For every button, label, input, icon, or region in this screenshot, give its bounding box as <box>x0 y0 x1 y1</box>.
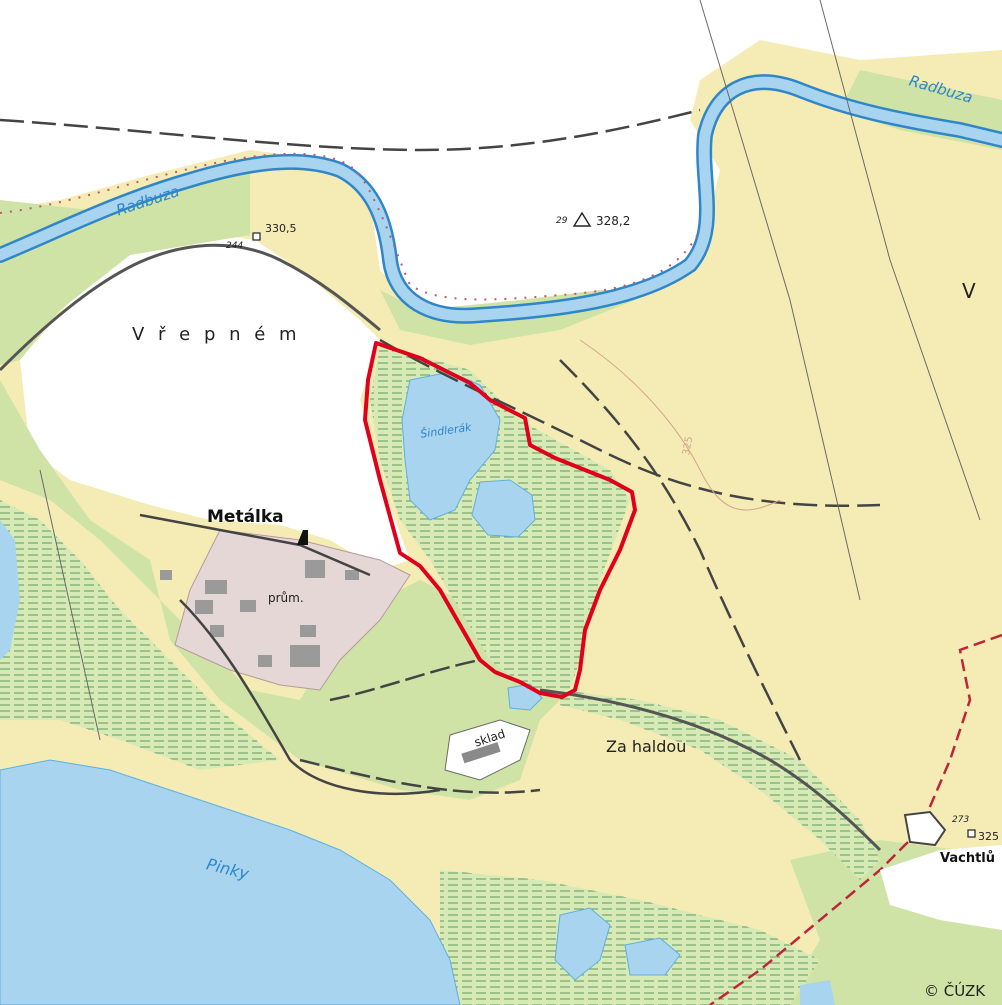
label-area-east: V <box>962 279 976 303</box>
wetland-west <box>0 500 280 770</box>
label-settlement-metalka: Metálka <box>207 507 284 527</box>
height-point-icon <box>252 232 261 241</box>
meadow-south <box>0 380 560 800</box>
thin-lines <box>39 0 981 741</box>
label-trig-height: 328,2 <box>596 214 630 228</box>
warehouse-building <box>461 742 501 764</box>
height-point-icon-east <box>967 829 976 838</box>
pond-south-b <box>624 937 681 976</box>
pond-southeast <box>800 980 835 1005</box>
pond-east <box>471 479 536 538</box>
label-height-330-5: 330,5 <box>265 222 297 235</box>
label-contour: 325 <box>681 436 695 457</box>
label-locality-za-haldou: Za haldou <box>606 737 686 756</box>
label-height-number-273: 273 <box>952 815 969 825</box>
contour-line <box>579 339 781 511</box>
pond-sindlerak <box>401 371 501 521</box>
chimney-icon <box>297 530 308 545</box>
railway-south <box>539 688 882 852</box>
railway <box>0 243 381 372</box>
label-industrial: prům. <box>268 591 304 605</box>
copyright-notice: © ČÚZK <box>924 981 986 1000</box>
label-height-number-244: 244 <box>226 241 243 251</box>
lake-pinky <box>0 759 461 1005</box>
open-area-north <box>0 0 1002 310</box>
village-white-area <box>880 845 1002 930</box>
label-village-vachtlu: Vachtlů <box>940 851 995 866</box>
lake-west-edge <box>0 520 20 660</box>
buildings <box>160 560 359 667</box>
label-area-vrepnem: V ř e p n é m <box>132 324 301 345</box>
wetland-east-strip <box>560 690 880 880</box>
label-trig-number: 29 <box>556 216 568 226</box>
trig-point-icon <box>572 211 592 227</box>
highlighted-parcel-boundary <box>363 341 637 699</box>
open-area-vrepnem <box>20 232 410 570</box>
village-building <box>903 810 947 847</box>
meadow-west <box>0 170 250 365</box>
paths <box>0 108 881 795</box>
river-radbuza-inner <box>0 76 1002 322</box>
pond-south-a <box>554 907 611 981</box>
label-height-325: 325 <box>978 830 999 843</box>
wetland-south <box>440 870 820 1005</box>
